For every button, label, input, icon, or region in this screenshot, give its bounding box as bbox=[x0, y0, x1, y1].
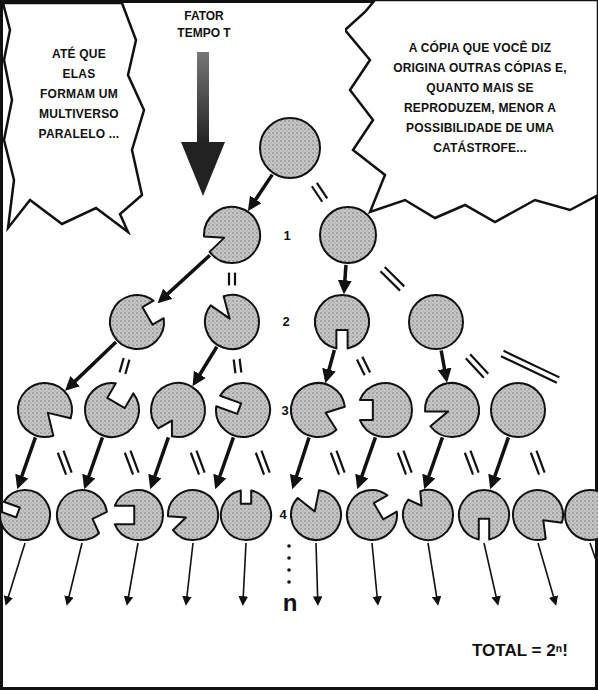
level-number: 2 bbox=[279, 314, 293, 330]
notched-copy bbox=[221, 491, 271, 540]
equal-link bbox=[357, 357, 370, 375]
notched-copy bbox=[115, 490, 163, 540]
equal-link bbox=[120, 358, 130, 374]
copy-arrow bbox=[152, 437, 169, 485]
speech-balloon: ATÉ QUE ELAS FORMAM UM MULTIVERSO PARALE… bbox=[0, 0, 150, 235]
copy-arrow bbox=[426, 437, 443, 485]
notched-copy bbox=[110, 295, 164, 349]
notched-copy bbox=[216, 383, 270, 437]
notched-copy bbox=[205, 295, 259, 349]
notched-copy bbox=[403, 490, 453, 540]
continuation-arrow bbox=[243, 543, 246, 603]
notched-copy bbox=[168, 490, 218, 540]
continuation-arrow bbox=[186, 543, 193, 603]
copy-arrow bbox=[250, 175, 272, 208]
equal-link bbox=[58, 451, 72, 475]
copy-arrow bbox=[195, 347, 217, 383]
notched-copy bbox=[513, 490, 563, 540]
copy-arrow bbox=[294, 438, 309, 486]
copy-arrow bbox=[359, 437, 376, 485]
copy-arrow bbox=[217, 437, 234, 485]
notched-copy bbox=[85, 383, 139, 437]
notched-copy bbox=[151, 383, 205, 437]
label-anchor: 1 bbox=[280, 228, 294, 244]
notched-copy bbox=[18, 383, 72, 437]
label-anchor: TOTAL = 2ⁿ! bbox=[455, 640, 585, 662]
equal-link bbox=[398, 451, 412, 475]
label-anchor: n bbox=[279, 590, 301, 616]
equal-link bbox=[312, 183, 327, 202]
copy-circle bbox=[260, 118, 320, 178]
notched-copy bbox=[0, 490, 50, 540]
equal-link bbox=[531, 451, 545, 475]
notched-copy bbox=[291, 490, 341, 540]
copy-arrow bbox=[68, 342, 116, 388]
continuation-arrow bbox=[428, 543, 438, 603]
notched-copy bbox=[291, 383, 345, 437]
continuation-arrow bbox=[590, 543, 598, 603]
equal-link bbox=[501, 351, 559, 383]
copy-arrow bbox=[492, 437, 509, 485]
label-anchor: 4 bbox=[276, 507, 290, 523]
balloon-shape bbox=[3, 3, 144, 232]
equal-link bbox=[234, 359, 242, 374]
copy-arrow bbox=[326, 350, 334, 379]
continuation-arrow bbox=[316, 543, 318, 603]
equal-link bbox=[256, 451, 270, 475]
notched-copy bbox=[315, 295, 369, 348]
copy-circle bbox=[409, 295, 463, 349]
level-number: 3 bbox=[278, 403, 292, 419]
copy-arrow bbox=[86, 437, 103, 485]
level-number: 4 bbox=[276, 507, 290, 523]
label-anchor: 3 bbox=[278, 403, 292, 419]
equal-link bbox=[466, 354, 488, 377]
equal-link bbox=[331, 451, 345, 475]
continuation-arrow bbox=[484, 543, 498, 603]
notched-copy bbox=[360, 383, 412, 437]
continuation-arrow bbox=[372, 543, 378, 603]
notched-copy bbox=[57, 490, 107, 540]
notched-copy bbox=[204, 207, 260, 263]
notched-copy bbox=[425, 383, 479, 437]
continuation-arrow bbox=[538, 543, 555, 603]
balloon-text: ATÉ QUE ELAS FORMAM UM MULTIVERSO PARALE… bbox=[34, 44, 124, 144]
equal-link bbox=[380, 267, 404, 291]
continuation-arrow bbox=[127, 543, 138, 603]
speech-balloon: A CÓPIA QUE VOCÊ DIZ ORIGINA OUTRAS CÓPI… bbox=[345, 0, 598, 225]
copy-arrow bbox=[161, 255, 210, 300]
equal-link bbox=[191, 451, 205, 475]
copy-circle bbox=[565, 490, 598, 540]
notched-copy bbox=[347, 490, 397, 540]
copy-arrow bbox=[344, 265, 346, 290]
continuation-arrow bbox=[6, 543, 25, 603]
notched-copy bbox=[459, 490, 509, 539]
equal-link bbox=[465, 451, 479, 475]
copy-circle bbox=[320, 207, 376, 263]
time-label: FATOR TEMPO T bbox=[168, 8, 240, 42]
level-variable: n bbox=[279, 590, 301, 616]
level-number: 1 bbox=[280, 228, 294, 244]
copy-circle bbox=[491, 383, 545, 437]
time-arrow bbox=[181, 52, 225, 196]
total-formula: TOTAL = 2ⁿ! bbox=[455, 640, 585, 662]
copy-arrow bbox=[19, 437, 36, 485]
continuation-arrow bbox=[67, 543, 82, 603]
continuation-dots bbox=[287, 544, 291, 584]
copy-arrow bbox=[441, 351, 446, 379]
balloon-shape bbox=[345, 0, 598, 222]
equal-link bbox=[125, 451, 139, 475]
label-anchor: FATOR TEMPO T bbox=[168, 8, 240, 42]
label-anchor: 2 bbox=[279, 314, 293, 330]
balloon-text: A CÓPIA QUE VOCÊ DIZ ORIGINA OUTRAS CÓPI… bbox=[390, 38, 570, 158]
equal-link bbox=[229, 273, 235, 286]
